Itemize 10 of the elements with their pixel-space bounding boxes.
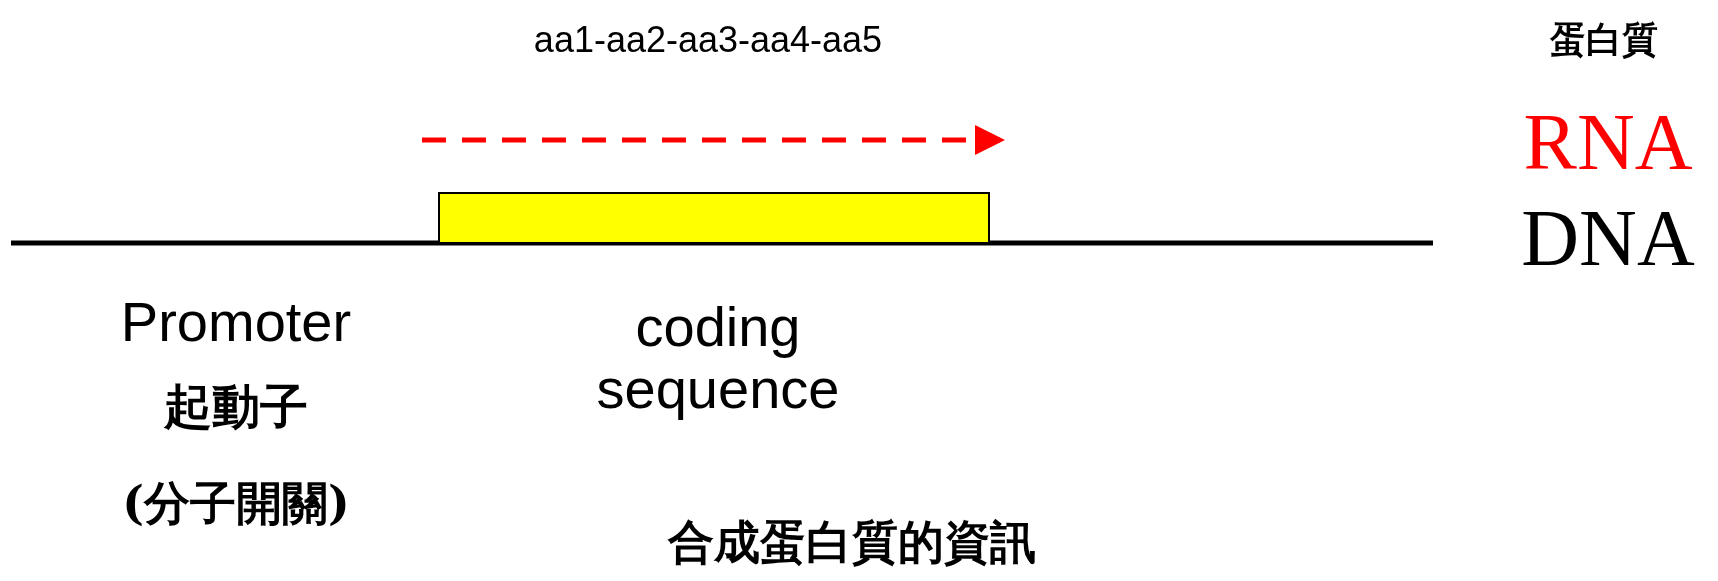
promoter-label: Promoter [120,291,352,353]
coding-sequence-bar [438,192,990,244]
protein-synthesis-info-label: 合成蛋白質的資訊 [668,516,1036,568]
rna-label: RNA [1523,98,1693,186]
molecular-switch-label: (分子開關) [122,477,350,529]
dna-label: DNA [1521,194,1695,282]
promoter-chinese-label: 起動子 [164,379,308,433]
amino-acid-chain-text: aa1-aa2-aa3-aa4-aa5 [533,20,883,60]
coding-sequence-label: coding sequence [595,296,841,420]
protein-label: 蛋白質 [1550,20,1658,60]
